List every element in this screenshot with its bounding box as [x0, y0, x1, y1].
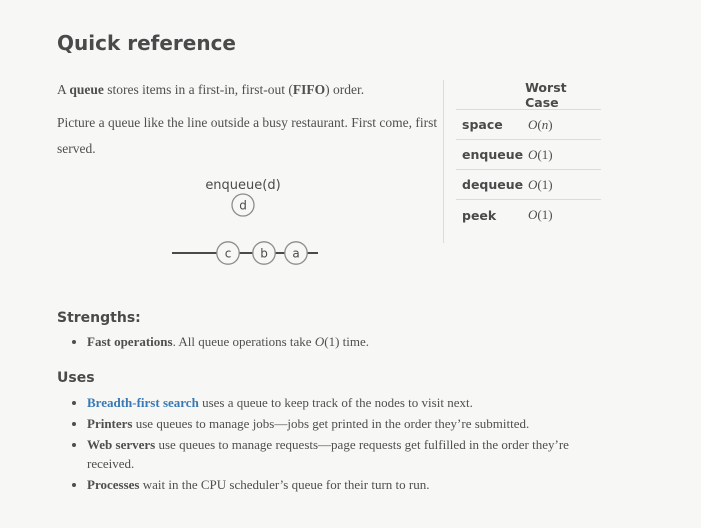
complexity-value: O(1) [528, 207, 553, 223]
text-segment: Picture a queue like the line outside a … [57, 115, 438, 156]
text-segment: stores items in a first-in, first-out ( [103, 82, 293, 97]
text-segment: use queues to manage jobs—jobs get print… [132, 416, 530, 431]
uses-heading: Uses [57, 370, 95, 386]
queue-node-label: b [260, 247, 268, 261]
text-segment: FIFO [292, 82, 326, 97]
table-row: enqueue O(1) [456, 140, 601, 170]
operation-label: dequeue [462, 177, 524, 192]
text-segment: wait in the CPU scheduler’s queue for th… [139, 477, 430, 492]
queue-node-circle [252, 241, 276, 265]
text-segment: ( [537, 116, 542, 132]
operation-label: enqueue [462, 147, 524, 162]
table-row: peek O(1) [456, 200, 601, 230]
table-row: dequeue O(1) [456, 170, 601, 200]
operation-label: peek [462, 207, 497, 223]
text-segment: (1) [537, 176, 553, 192]
complexity-table: Worst Case space O(n) enqueue O(1) deque… [456, 80, 601, 230]
queue-diagram: enqueue(d) d c b a [172, 178, 318, 265]
uses-list: Breadth-first search uses a queue to kee… [57, 393, 571, 496]
intro-paragraph-fifo: A queue stores items in a first-in, firs… [57, 77, 364, 103]
incoming-item-circle [231, 193, 255, 217]
text-segment: Web servers [87, 437, 156, 452]
complexity-value: O(1) [528, 177, 553, 193]
list-item: Printers use queues to manage jobs—jobs … [87, 414, 571, 433]
list-item: Fast operations. All queue operations ta… [87, 332, 577, 351]
queue-node-circle [216, 241, 240, 265]
page-title: Quick reference [57, 31, 236, 55]
text-segment: O [528, 146, 538, 162]
worst-case-header: Worst Case [525, 79, 567, 110]
text-segment: . All queue operations take [172, 334, 315, 349]
text-segment: A [57, 82, 70, 97]
text-segment: uses a queue to keep track of the nodes … [198, 395, 473, 410]
queue-node-label: c [225, 247, 232, 261]
text-segment: Fast operations [87, 334, 173, 349]
text-segment: O [314, 334, 325, 349]
text-segment: ) order. [325, 82, 365, 97]
strengths-list: Fast operations. All queue operations ta… [57, 332, 577, 353]
table-row: space O(n) [456, 110, 601, 140]
incoming-item-label: d [239, 199, 247, 213]
operation-label: space [462, 117, 503, 132]
list-item: Web servers use queues to manage request… [87, 435, 571, 473]
text-segment: O [528, 116, 538, 132]
text-segment: Printers [87, 416, 133, 431]
enqueue-operation-label: enqueue(d) [205, 178, 280, 193]
breadth-first-search-link[interactable]: Breadth-first search [87, 395, 199, 410]
text-segment: ) [548, 116, 553, 132]
intro-paragraph-restaurant: Picture a queue like the line outside a … [57, 110, 459, 162]
list-item: Breadth-first search uses a queue to kee… [87, 393, 571, 412]
text-segment: queue [69, 82, 104, 97]
queue-node-label: a [292, 247, 299, 261]
complexity-value: O(n) [528, 117, 553, 133]
text-segment: use queues to manage requests—page reque… [87, 437, 569, 471]
queue-node-circle [284, 241, 308, 265]
text-segment: O [528, 176, 538, 192]
list-item: Processes wait in the CPU scheduler’s qu… [87, 475, 571, 494]
table-header-row: Worst Case [456, 80, 601, 110]
text-segment: (1) [537, 207, 553, 222]
text-segment: n [541, 116, 549, 132]
text-segment: (1) time. [324, 334, 369, 349]
strengths-heading: Strengths: [57, 310, 141, 326]
complexity-value: O(1) [528, 147, 553, 163]
column-divider [443, 80, 444, 243]
text-segment: (1) [537, 146, 553, 162]
text-segment: O [528, 207, 538, 222]
text-segment: Processes [87, 477, 140, 492]
